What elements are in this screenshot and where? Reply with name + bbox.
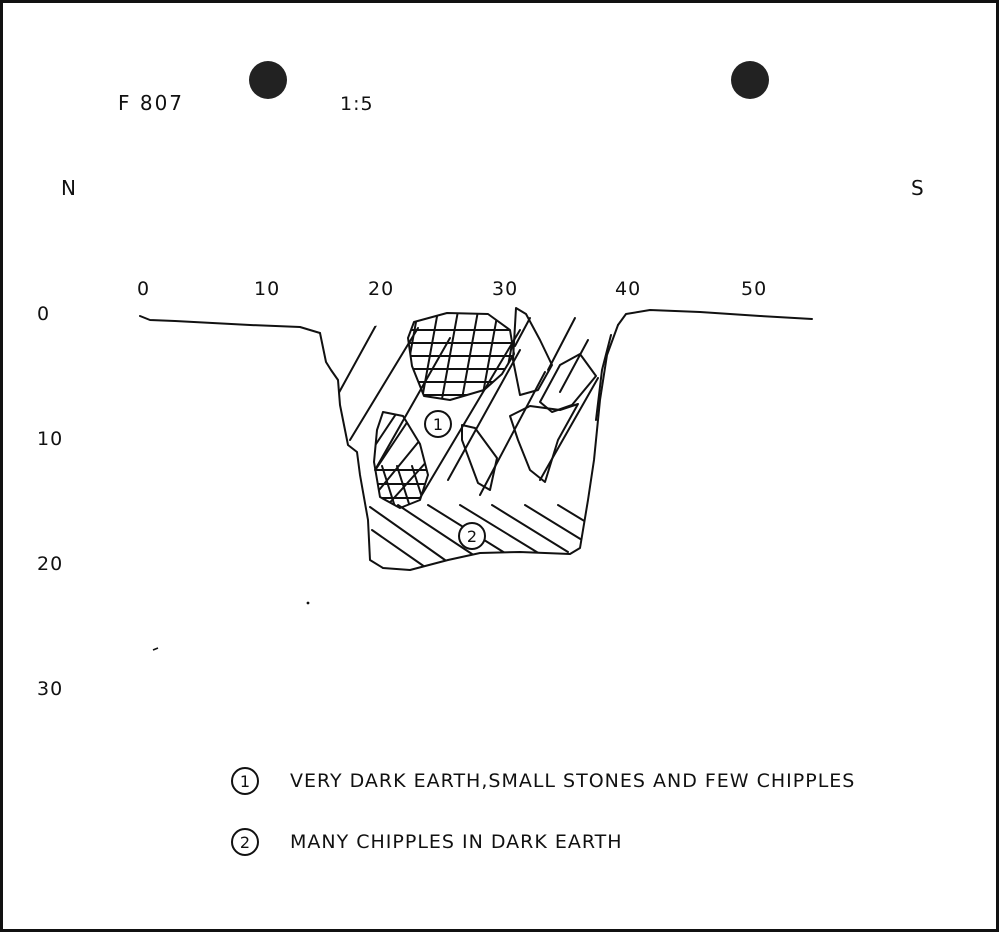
vertical-scale: 0 10 20 30 xyxy=(37,303,63,700)
legend-item-2-number: 2 xyxy=(240,833,250,852)
stone-right-lower xyxy=(509,403,579,483)
legend-item-2: 2 MANY CHIPPLES IN DARK EARTH xyxy=(231,828,623,856)
legend-item-2-description: MANY CHIPPLES IN DARK EARTH xyxy=(290,831,623,853)
v-scale-label: 10 xyxy=(37,428,63,450)
ground-surface-north xyxy=(139,315,321,334)
layer-1-marker: 1 xyxy=(424,410,452,438)
h-scale-label: 40 xyxy=(615,278,641,300)
speck xyxy=(152,647,159,651)
h-scale-label: 10 xyxy=(254,278,280,300)
legend-item-1-description: VERY DARK EARTH,SMALL STONES AND FEW CHI… xyxy=(290,770,855,792)
speck xyxy=(306,601,310,605)
layer-2-marker-number: 2 xyxy=(467,527,477,546)
feature-id: F 807 xyxy=(118,91,184,115)
stone-small xyxy=(461,424,498,491)
horizontal-scale: 0 10 20 30 40 50 xyxy=(137,278,767,300)
stone-right-upper xyxy=(539,353,597,413)
stone-crosshatched-upper xyxy=(407,312,515,401)
h-scale-label: 30 xyxy=(492,278,518,300)
pit-edge-south-inner xyxy=(595,334,612,421)
v-scale-label: 30 xyxy=(37,678,63,700)
drawing-scale: 1:5 xyxy=(340,93,374,115)
h-scale-label: 20 xyxy=(368,278,394,300)
h-scale-label: 0 xyxy=(137,278,150,300)
v-scale-label: 20 xyxy=(37,553,63,575)
h-scale-label: 50 xyxy=(741,278,767,300)
layer-2-hatching xyxy=(369,504,587,568)
layer-1-hatching xyxy=(335,317,599,499)
orientation-north: N xyxy=(61,176,76,200)
legend-item-1-number: 1 xyxy=(240,772,250,791)
orientation-south: S xyxy=(911,176,924,200)
legend: 1 VERY DARK EARTH,SMALL STONES AND FEW C… xyxy=(231,767,855,856)
layer-2-marker: 2 xyxy=(458,522,486,550)
stone-tall xyxy=(512,307,553,396)
stone-hatched-lower xyxy=(373,411,429,509)
ground-surface-south xyxy=(617,309,813,326)
v-scale-label: 0 xyxy=(37,303,50,325)
legend-item-1: 1 VERY DARK EARTH,SMALL STONES AND FEW C… xyxy=(231,767,855,795)
layer-1-marker-number: 1 xyxy=(433,415,443,434)
registration-mark-left xyxy=(249,61,287,99)
registration-mark-right xyxy=(731,61,769,99)
